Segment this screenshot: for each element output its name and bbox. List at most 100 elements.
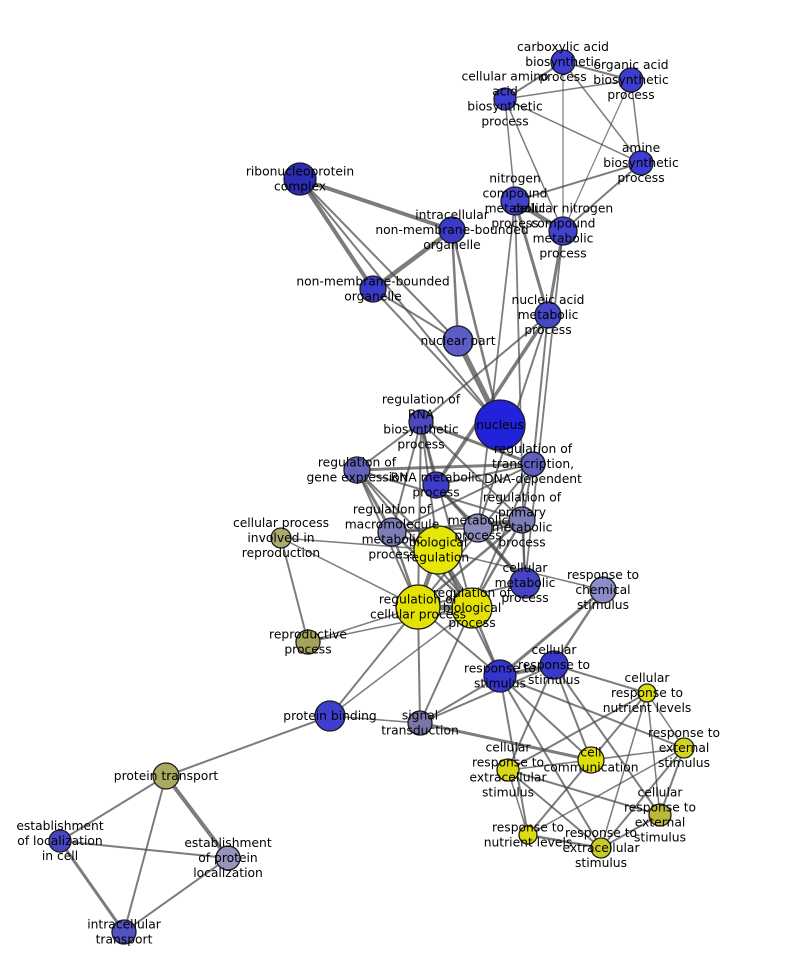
node-biological-regulation[interactable] [413,525,463,575]
edge-est-localization-cell--est-protein-localization [59,840,229,859]
node-cell-communication[interactable] [577,746,605,774]
edge-signal-transduction--reg-biological [419,607,473,724]
node-label-protein-transport: protein transport [114,769,219,783]
edges-layer [58,61,685,934]
edge-organic-acid-bio--cellular-amino-acid-bio [504,79,632,100]
edge-nitrogen-compound-metabolic--nucleic-acid-metabolic [513,199,550,317]
node-nmb-organelle[interactable] [359,275,387,303]
edge-reg-transcription--reg-gene-expr [355,462,535,472]
node-cellular-response-stimulus[interactable] [539,650,569,680]
edge-ribonucleoprotein-complex--nuclear-part [299,178,459,342]
node-intracellular-transport[interactable] [111,919,137,945]
node-cellular-amino-acid-bio[interactable] [493,87,517,111]
edge-intracellular-nmb-organelle--nuclear-part [450,228,460,343]
edge-reg-rna-biosynthetic--reg-biological [420,421,473,609]
node-response-stimulus[interactable] [483,659,517,693]
edge-cellular-process-repro--biological-regulation [280,537,439,551]
node-ribonucleoprotein-complex[interactable] [283,162,317,196]
node-rna-metabolic[interactable] [422,471,450,499]
node-metabolic-process[interactable] [463,513,493,543]
node-reg-cellular[interactable] [395,584,441,630]
edge-reg-rna-biosynthetic--reg-primary [420,421,523,521]
node-nuclear-part[interactable] [442,325,474,357]
edge-response-external--response-extracellular [600,747,685,849]
edge-reg-rna-biosynthetic--reg-macromolecule [391,421,422,533]
node-carboxylic-acid-bio[interactable] [550,49,576,75]
node-reg-gene-expr[interactable] [343,456,371,484]
edge-response-stimulus--response-chemical [498,588,605,678]
node-response-external[interactable] [673,737,695,759]
node-cellular-metabolic[interactable] [509,567,541,599]
node-amine-bio[interactable] [628,150,654,176]
node-response-chemical[interactable] [589,576,617,604]
edge-nucleic-acid-metabolic--reg-transcription [532,314,549,465]
node-reg-transcription[interactable] [520,451,546,477]
edge-reg-rna-biosynthetic--reg-cellular [417,421,422,608]
edge-cellular-response-nutrient--cellular-response-extracellular [507,692,648,771]
edge-response-stimulus--cell-communication [499,675,592,761]
node-protein-binding[interactable] [314,700,346,732]
edge-intracellular-nmb-organelle--nmb-organelle [370,227,455,292]
node-protein-transport[interactable] [152,762,180,790]
node-nucleus[interactable] [474,399,526,451]
node-reg-biological[interactable] [451,587,493,629]
node-est-protein-localization[interactable] [215,845,241,871]
node-nucleic-acid-metabolic[interactable] [534,301,562,329]
edge-est-localization-cell--intracellular-transport [58,839,126,934]
node-reproductive-process[interactable] [295,629,321,655]
node-est-localization-cell[interactable] [48,829,72,853]
node-intracellular-nmb-organelle[interactable] [438,216,466,244]
edge-protein-transport--est-localization-cell [59,775,167,842]
node-reg-primary[interactable] [508,506,536,534]
edge-response-nutrient--response-extracellular [526,833,603,850]
edge-response-stimulus--response-external [499,675,685,749]
edge-cellular-response-nutrient--cellular-response-external [646,692,661,816]
edge-nmb-organelle--nucleus [372,288,501,426]
node-label-nuclear-part: nuclear part [420,334,495,348]
node-reg-rna-biosynthetic[interactable] [408,409,434,435]
node-cellular-response-nutrient[interactable] [637,683,657,703]
node-organic-acid-bio[interactable] [618,67,644,93]
node-nitrogen-compound-metabolic[interactable] [500,186,530,216]
edge-reg-rna-biosynthetic--reg-transcription [419,420,535,466]
edge-cellular-response-stimulus--response-chemical [552,588,605,667]
edge-amine-bio--nitrogen-compound-metabolic [514,162,642,202]
node-response-nutrient[interactable] [518,825,538,845]
node-cellular-nitrogen-compound-metabolic[interactable] [548,216,578,246]
edge-protein-binding--protein-transport [165,715,331,777]
node-cellular-response-external[interactable] [648,803,672,827]
node-cellular-response-extracellular[interactable] [496,758,520,782]
node-response-extracellular[interactable] [590,837,612,859]
edge-cellular-response-stimulus--cell-communication [553,664,592,761]
edge-amine-bio--cellular-nitrogen-compound-metabolic [562,162,642,232]
edge-cellular-response-stimulus--cellular-response-nutrient [553,664,648,694]
node-signal-transduction[interactable] [407,710,433,736]
node-cellular-process-repro[interactable] [270,527,292,549]
edge-protein-binding--reg-cellular [329,606,419,717]
edge-response-external--response-nutrient [527,747,685,836]
node-reg-macromolecule[interactable] [377,517,407,547]
edge-cellular-response-stimulus--cellular-response-extracellular [507,664,555,771]
